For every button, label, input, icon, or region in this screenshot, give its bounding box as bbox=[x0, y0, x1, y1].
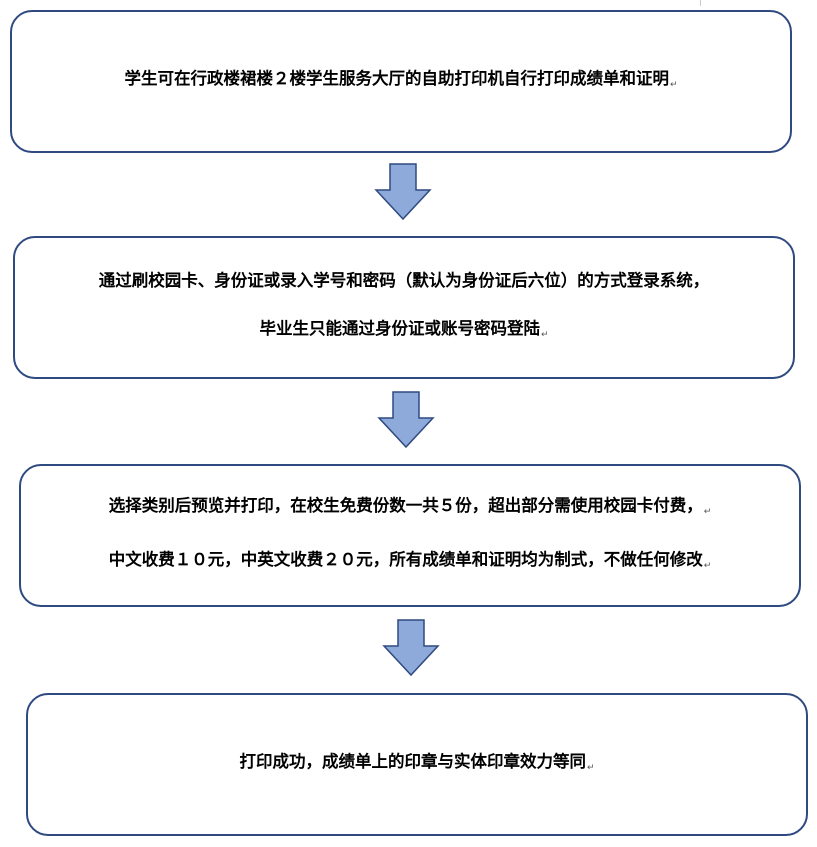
step-4-box: 打印成功，成绩单上的印章与实体印章效力等同↵ bbox=[26, 693, 808, 836]
step-3-box: 选择类别后预览并打印，在校生免费份数一共５份，超出部分需使用校园卡付费，↵ 中文… bbox=[19, 464, 801, 607]
paragraph-mark-icon: ↵ bbox=[669, 79, 678, 90]
paragraph-mark-icon: ↵ bbox=[703, 560, 712, 571]
down-arrow-icon bbox=[374, 163, 432, 221]
step-2-box: 通过刷校园卡、身份证或录入学号和密码（默认为身份证后六位）的方式登录系统， 毕业… bbox=[13, 236, 795, 379]
step-2-line-1: 通过刷校园卡、身份证或录入学号和密码（默认为身份证后六位）的方式登录系统， bbox=[98, 270, 710, 290]
down-arrow-icon bbox=[377, 391, 435, 449]
down-arrow-icon bbox=[382, 619, 440, 677]
step-3-line-1: 选择类别后预览并打印，在校生免费份数一共５份，超出部分需使用校园卡付费，↵ bbox=[108, 495, 712, 517]
page-corner-mark bbox=[700, 0, 701, 6]
step-4-line-1: 打印成功，成绩单上的印章与实体印章效力等同↵ bbox=[239, 751, 595, 773]
step-1-box: 学生可在行政楼裙楼２楼学生服务大厅的自助打印机自行打印成绩单和证明↵ bbox=[10, 10, 792, 153]
paragraph-mark-icon: ↵ bbox=[586, 762, 595, 773]
paragraph-mark-icon: ↵ bbox=[703, 506, 712, 517]
step-3-line-2: 中文收费１０元，中英文收费２０元，所有成绩单和证明均为制式，不做任何修改↵ bbox=[108, 549, 712, 571]
step-1-line-1: 学生可在行政楼裙楼２楼学生服务大厅的自助打印机自行打印成绩单和证明↵ bbox=[124, 68, 678, 90]
paragraph-mark-icon: ↵ bbox=[540, 329, 549, 340]
step-2-line-2: 毕业生只能通过身份证或账号密码登陆↵ bbox=[259, 318, 549, 340]
